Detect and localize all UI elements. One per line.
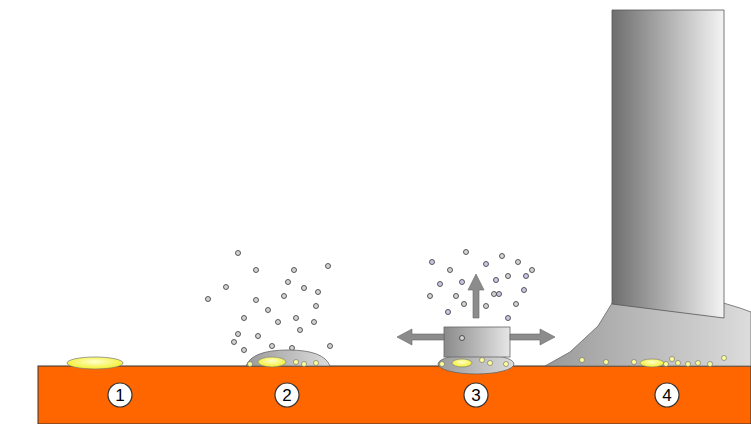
block-arrow xyxy=(397,274,555,345)
yellow-deposit xyxy=(640,359,664,367)
grey-column xyxy=(612,10,724,318)
callout-number: 2 xyxy=(274,382,300,408)
callout-circle: 3 xyxy=(463,382,489,408)
yellow-deposit xyxy=(67,357,123,369)
callout-number: 3 xyxy=(463,382,489,408)
ground-band xyxy=(38,366,751,424)
grey-block xyxy=(444,327,510,357)
callout-number: 4 xyxy=(654,382,680,408)
callout-circle: 2 xyxy=(274,382,300,408)
callout-circle: 1 xyxy=(107,382,133,408)
callout-circle: 4 xyxy=(654,382,680,408)
particle-cloud xyxy=(428,250,535,321)
yellow-grains xyxy=(440,358,509,367)
yellow-deposit xyxy=(258,357,286,367)
yellow-grains xyxy=(580,356,727,367)
callout-number: 1 xyxy=(107,382,133,408)
grey-mound xyxy=(246,350,330,366)
particle xyxy=(460,336,465,341)
particle-cloud xyxy=(206,251,333,353)
yellow-deposit xyxy=(452,359,472,367)
yellow-grains xyxy=(248,360,319,367)
